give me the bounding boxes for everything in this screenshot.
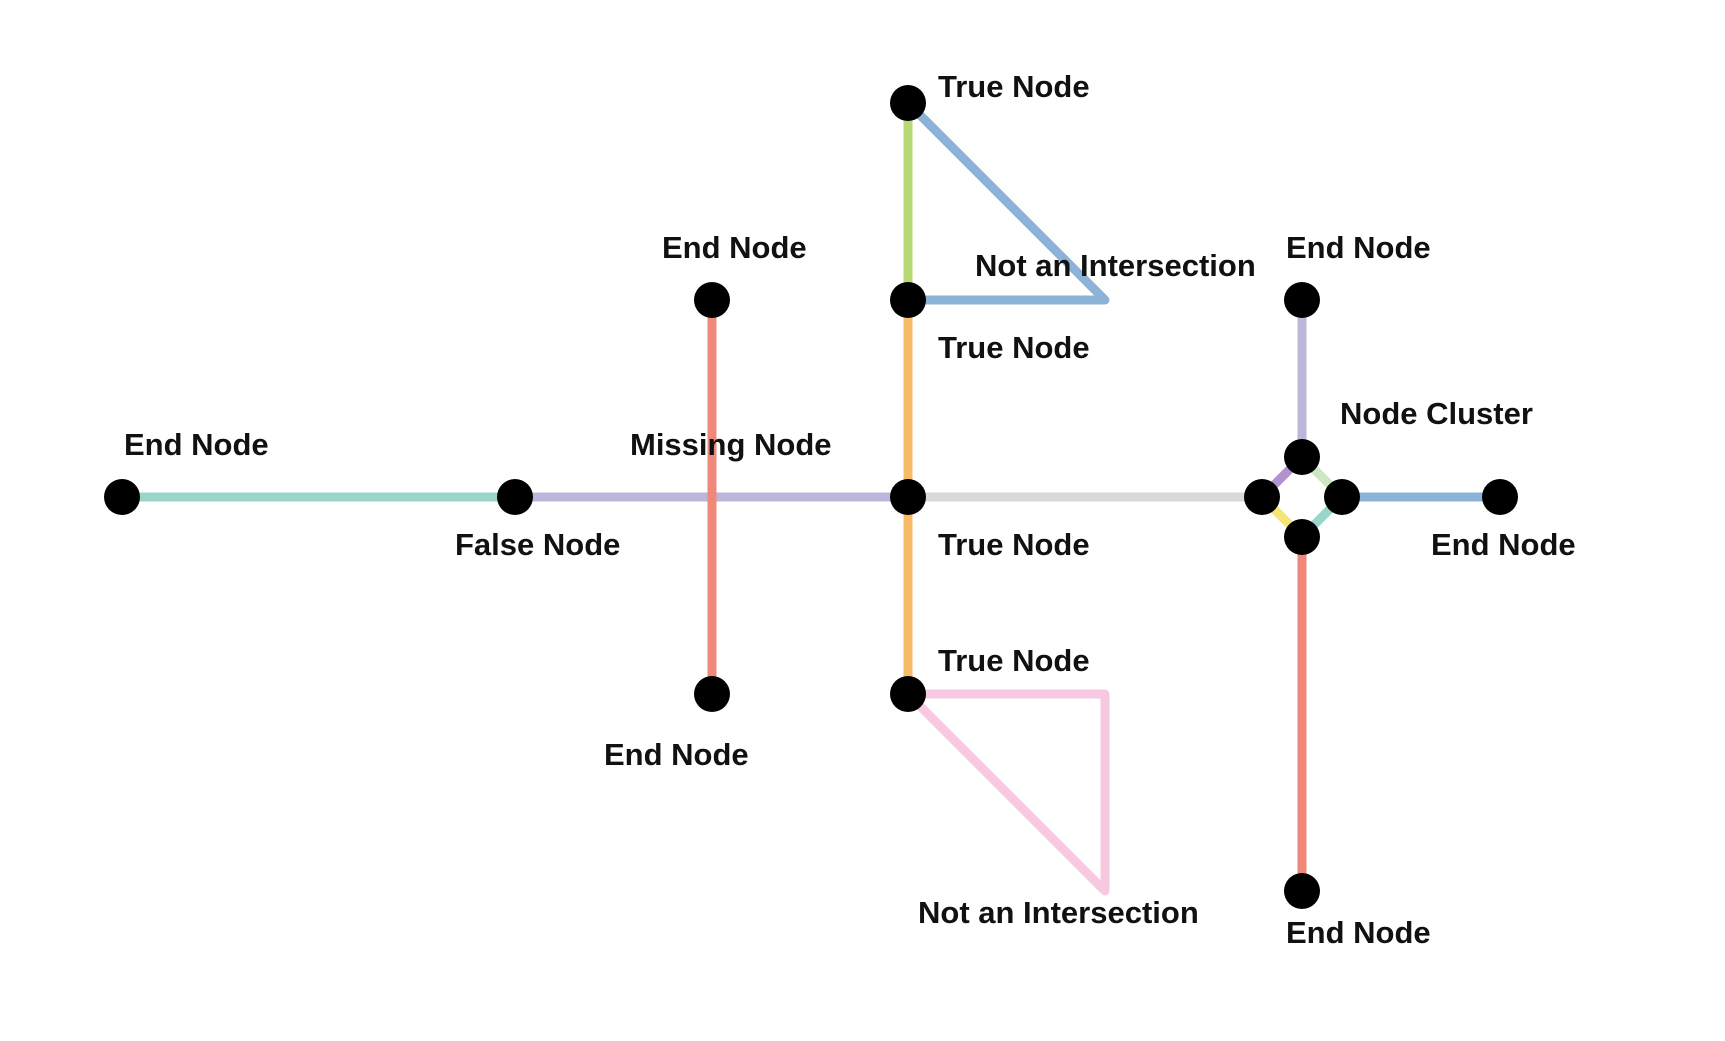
node-cluster-top: [1284, 439, 1320, 475]
label-true-node-top: True Node: [938, 69, 1090, 104]
label-end-node-upper-right: End Node: [1286, 230, 1431, 265]
label-true-node-center: True Node: [938, 527, 1090, 562]
node-left-end: [104, 479, 140, 515]
label-true-node-lower: True Node: [938, 643, 1090, 678]
label-false-node: False Node: [455, 527, 620, 562]
label-end-node-right: End Node: [1431, 527, 1576, 562]
node-true-top: [890, 85, 926, 121]
label-not-intersection-top: Not an Intersection: [975, 248, 1256, 283]
node-cluster-left: [1244, 479, 1280, 515]
label-end-node-bottom-right: End Node: [1286, 915, 1431, 950]
label-end-node-lower-mid: End Node: [604, 737, 749, 772]
label-true-node-upper: True Node: [938, 330, 1090, 365]
label-node-cluster: Node Cluster: [1340, 396, 1533, 431]
node-end-upper-right: [1284, 282, 1320, 318]
node-true-lower: [890, 676, 926, 712]
node-cluster-bottom: [1284, 519, 1320, 555]
node-end-right: [1482, 479, 1518, 515]
nodes: [104, 85, 1518, 909]
node-end-lower-mid: [694, 676, 730, 712]
label-end-node-upper-mid: End Node: [662, 230, 807, 265]
label-not-intersection-bottom: Not an Intersection: [918, 895, 1199, 930]
node-true-upper: [890, 282, 926, 318]
node-true-center: [890, 479, 926, 515]
label-end-node-left: End Node: [124, 427, 269, 462]
label-missing-node: Missing Node: [630, 427, 832, 462]
node-cluster-right: [1324, 479, 1360, 515]
edges: [117, 98, 1505, 896]
node-end-upper-mid: [694, 282, 730, 318]
labels: True Node Not an Intersection True Node …: [124, 69, 1576, 950]
node-end-bottom-right: [1284, 873, 1320, 909]
node-false: [497, 479, 533, 515]
edge-blue-triangle: [903, 98, 1110, 305]
edge-pink-triangle: [903, 689, 1110, 896]
